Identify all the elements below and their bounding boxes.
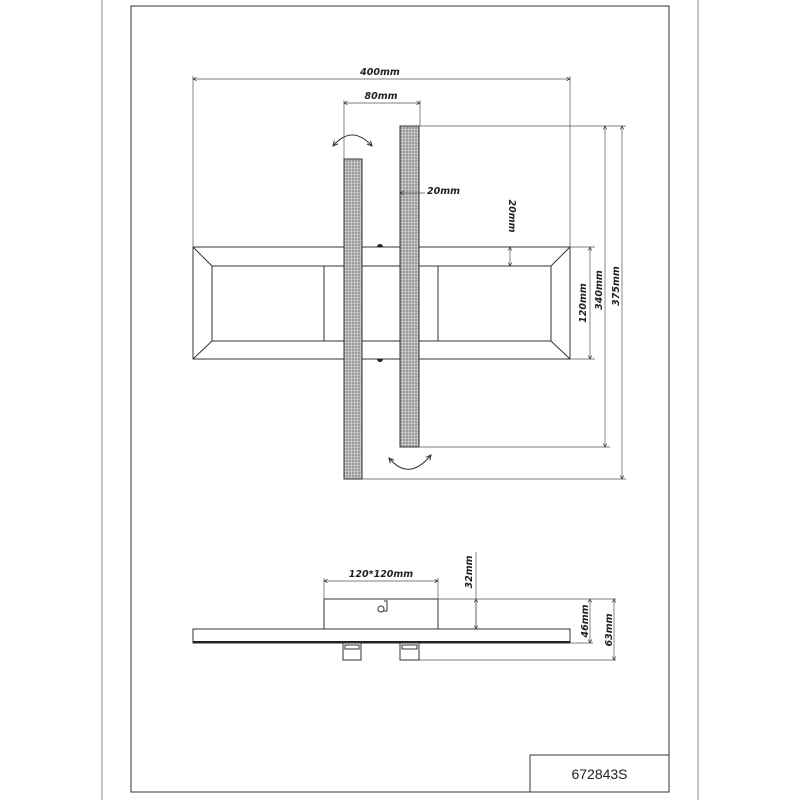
base-plate — [192, 244, 571, 362]
dim-body-height: 46mm — [580, 604, 591, 638]
canopy — [323, 598, 439, 630]
product-code: 672843S — [571, 766, 627, 782]
bar-knob — [342, 642, 362, 661]
dim-canopy-size: 120*120mm — [349, 569, 414, 580]
side-plate — [192, 628, 571, 644]
rotate-arrow-icon — [333, 134, 372, 146]
side-view: 120*120mm 32mm 46mm 63mm — [192, 552, 616, 661]
screw — [377, 605, 385, 613]
light-bar-right — [399, 125, 420, 448]
drawing-frame — [130, 5, 670, 793]
dim-bar-length: 340mm — [594, 270, 605, 310]
bar-knob — [399, 642, 420, 661]
mount-bump — [377, 244, 383, 362]
dim-total-length: 375mm — [611, 266, 622, 306]
dim-bar-spacing: 80mm — [364, 91, 397, 102]
title-block — [529, 754, 670, 793]
rotate-arrow-icon — [389, 455, 431, 470]
top-view: 400mm 80mm 20mm 20mm 120mm 340mm 375mm — [193, 67, 626, 479]
dim-total-height: 63mm — [604, 613, 615, 646]
dim-canopy-height: 32mm — [464, 555, 475, 588]
dim-bar-width: 20mm — [427, 186, 460, 197]
light-bar-left — [343, 158, 363, 480]
dim-total-width: 400mm — [359, 67, 400, 78]
dim-plate-height: 120mm — [578, 283, 589, 323]
dim-frame-border: 20mm — [506, 199, 517, 232]
